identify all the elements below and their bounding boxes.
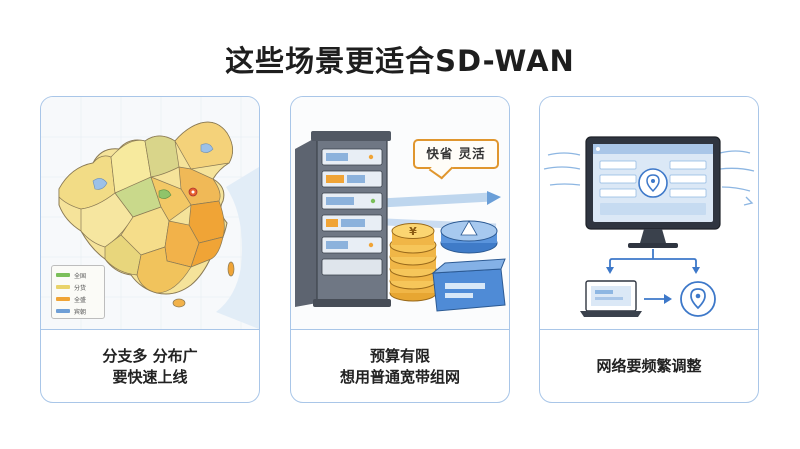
card-caption: 预算有限 想用普通宽带组网	[291, 331, 509, 402]
page-title: 这些场景更适合SD-WAN	[225, 44, 575, 78]
card-caption: 分支多 分布广 要快速上线	[41, 331, 259, 402]
legend-label: 宾朝	[74, 308, 87, 316]
server-illustration: ¥ 快省 灵活	[291, 97, 509, 329]
china-map-illustration: 全国分货全盛宾朝	[41, 97, 259, 329]
scenario-card-adjust: 网络要频繁调整	[539, 96, 759, 403]
laptop-icon	[580, 280, 642, 317]
legend-item: 分货	[56, 281, 100, 293]
monitor-icon	[540, 97, 758, 329]
caption-line: 想用普通宽带组网	[339, 367, 460, 386]
legend-swatch	[56, 297, 70, 301]
legend-item: 全国	[56, 269, 100, 281]
location-icon	[680, 281, 716, 317]
server-rack-icon: ¥	[291, 97, 509, 329]
caption-line: 预算有限	[369, 346, 430, 365]
speech-bubble: 快省 灵活	[413, 139, 499, 169]
china-map-icon	[41, 97, 259, 329]
router-icon	[431, 220, 506, 312]
map-legend: 全国分货全盛宾朝	[51, 265, 105, 319]
coin-stack-icon: ¥	[389, 223, 437, 302]
caption-line: 网络要频繁调整	[596, 357, 702, 375]
scenario-card-budget: ¥ 快省 灵活 预算有限 想用普通宽带组网	[290, 96, 510, 403]
legend-swatch	[56, 273, 70, 277]
caption-line: 分支多 分布广	[102, 346, 198, 365]
legend-swatch	[56, 285, 70, 289]
legend-item: 全盛	[56, 293, 100, 305]
legend-item: 宾朝	[56, 305, 100, 317]
caption-line: 要快速上线	[112, 367, 188, 386]
legend-label: 分货	[74, 284, 87, 292]
svg-text:¥: ¥	[409, 225, 417, 238]
card-caption: 网络要频繁调整	[540, 331, 758, 402]
monitor-illustration	[540, 97, 758, 329]
scenario-card-branches: 全国分货全盛宾朝 分支多 分布广 要快速上线	[40, 96, 260, 403]
legend-label: 全盛	[74, 296, 87, 304]
legend-label: 全国	[74, 272, 87, 280]
legend-swatch	[56, 309, 70, 313]
